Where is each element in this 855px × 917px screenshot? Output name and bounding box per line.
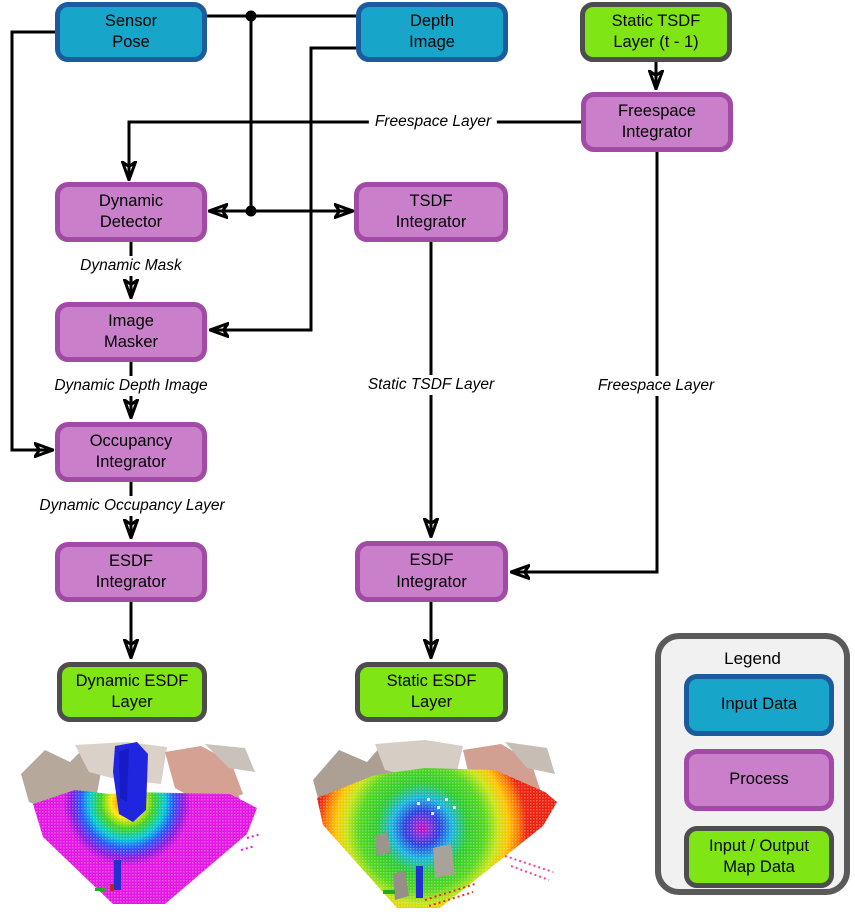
node-freespace-integrator: Freespace Integrator (581, 92, 733, 152)
edge-label-dynamic-depth-image: Dynamic Depth Image (48, 376, 214, 396)
edge-sensorpose-occupancy (10, 30, 55, 450)
node-esdf-integrator-static: ESDF Integrator (355, 541, 508, 602)
edge-label-static-tsdf-layer: Static TSDF Layer (361, 375, 501, 395)
node-occupancy-integrator: Occupancy Integrator (55, 422, 207, 482)
legend-title: Legend (724, 649, 781, 668)
junction-dot-mid (245, 205, 257, 217)
edge-label-freespace-layer-top: Freespace Layer (368, 112, 498, 132)
edge-freespace-esdfstatic (512, 152, 659, 572)
edge-label-dynamic-occupancy-layer: Dynamic Occupancy Layer (33, 496, 231, 516)
node-sensor-pose: Sensor Pose (55, 2, 207, 62)
legend-item-input-data: Input Data (684, 674, 834, 736)
node-tsdf-integrator: TSDF Integrator (354, 182, 508, 242)
node-static-tsdf-layer-t-1: Static TSDF Layer (t - 1) (580, 2, 732, 62)
edge-freespace-dynamicdetector (129, 120, 581, 179)
edge-depthimage-imagemasker (211, 46, 356, 330)
legend-item-input-output-map-data: Input / Output Map Data (684, 826, 834, 888)
node-esdf-integrator-dynamic: ESDF Integrator (55, 542, 207, 602)
node-dynamic-esdf-layer: Dynamic ESDF Layer (57, 662, 207, 722)
node-depth-image: Depth Image (356, 2, 508, 62)
dynamic-esdf-pointcloud-image (21, 742, 262, 904)
junction-dot-top (245, 10, 257, 22)
node-dynamic-detector: Dynamic Detector (55, 182, 207, 242)
static-esdf-pointcloud-image (313, 740, 557, 908)
edge-label-freespace-layer-right: Freespace Layer (591, 376, 721, 396)
node-static-esdf-layer: Static ESDF Layer (355, 662, 508, 722)
legend-panel: Legend Input Data Process Input / Output… (655, 633, 850, 895)
node-image-masker: Image Masker (55, 302, 207, 362)
edge-label-dynamic-mask: Dynamic Mask (74, 256, 188, 276)
legend-item-process: Process (684, 749, 834, 811)
